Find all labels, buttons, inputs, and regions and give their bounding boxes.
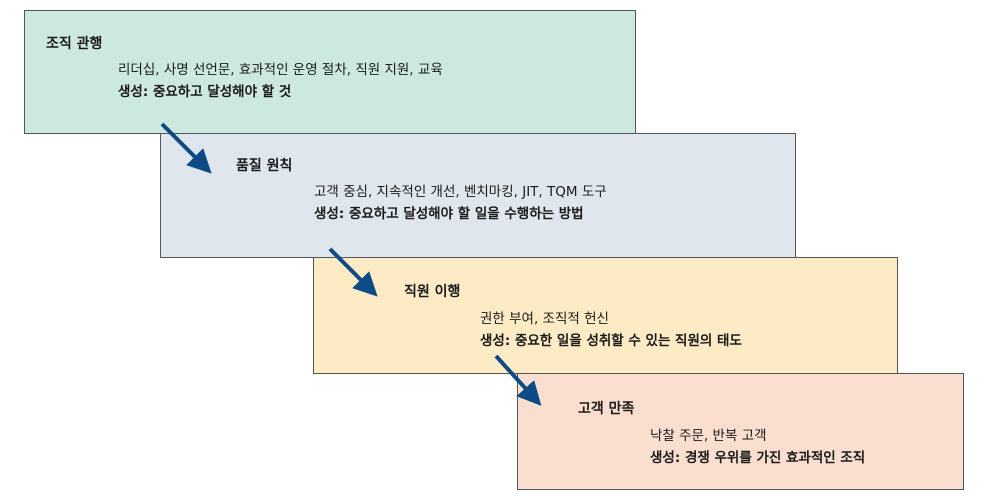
stage-result: 생성: 경쟁 우위를 가진 효과적인 조직 [650, 450, 866, 466]
arrow-down-right-icon [494, 354, 542, 406]
stage-result: 생성: 중요하고 달성해야 할 것 [118, 84, 292, 100]
stage-box-customer-satisfaction [517, 373, 964, 490]
stage-result: 생성: 중요한 일을 성취할 수 있는 직원의 태도 [480, 333, 742, 349]
arrow-down-right-icon [328, 247, 378, 297]
stage-title: 고객 만족 [578, 401, 635, 417]
stage-title: 품질 원칙 [236, 158, 293, 174]
stage-items: 낙찰 주문, 반복 고객 [650, 428, 767, 444]
arrow-down-right-icon [160, 122, 212, 174]
stage-items: 리더십, 사명 선언문, 효과적인 운영 절차, 직원 지원, 교육 [118, 62, 443, 78]
stage-box-organizational-practices [24, 10, 636, 134]
stage-box-quality-principles [160, 133, 796, 258]
stage-items: 권한 부여, 조직적 헌신 [480, 311, 609, 327]
stage-title: 조직 관행 [46, 36, 103, 52]
stage-result: 생성: 중요하고 달성해야 할 일을 수행하는 방법 [314, 206, 584, 222]
stage-title: 직원 이행 [404, 284, 461, 300]
stage-items: 고객 중심, 지속적인 개선, 벤치마킹, JIT, TQM 도구 [314, 184, 607, 200]
